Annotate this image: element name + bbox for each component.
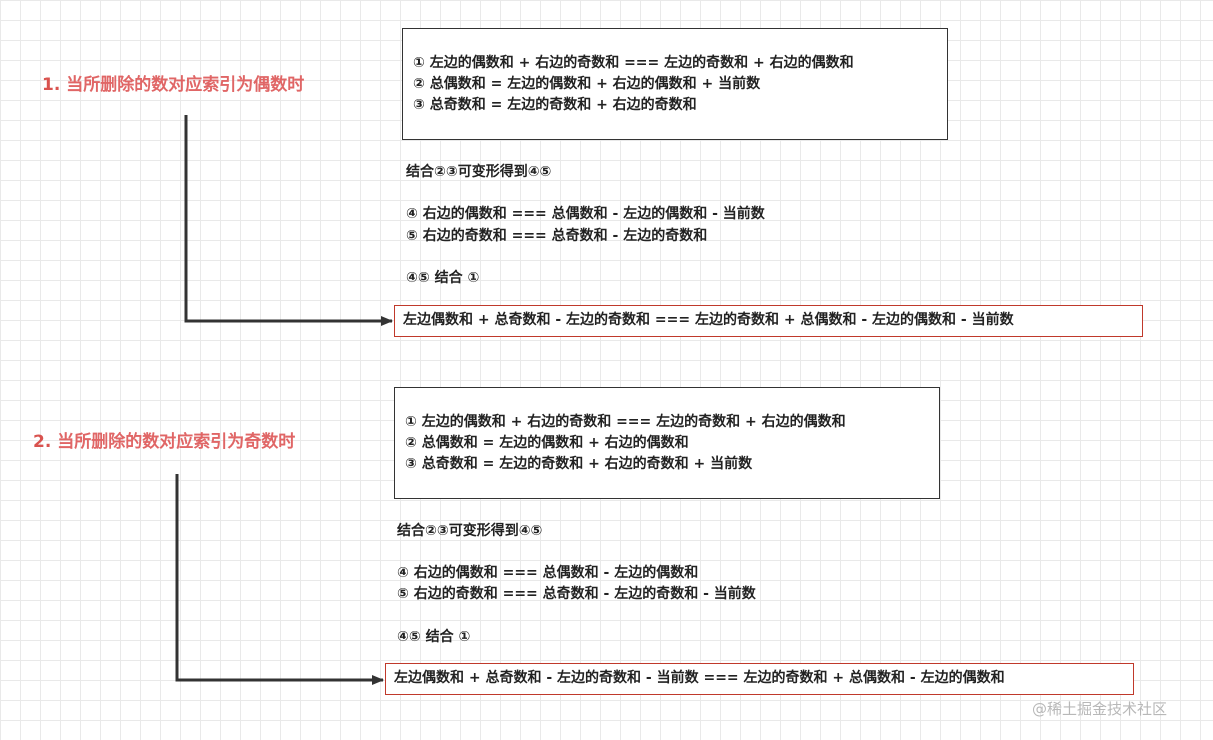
- section-2-combine-2: ④⑤ 结合 ①: [397, 629, 471, 645]
- section-2-equation-3: ③ 总奇数和 = 左边的奇数和 + 右边的奇数和 + 当前数: [405, 456, 753, 472]
- section-1-equation-3: ③ 总奇数和 = 左边的奇数和 + 右边的奇数和: [413, 97, 697, 113]
- section-2-equation-box: ① 左边的偶数和 + 右边的奇数和 === 左边的奇数和 + 右边的偶数和 ② …: [394, 387, 940, 499]
- section-2-result-box: 左边偶数和 + 总奇数和 - 左边的奇数和 - 当前数 === 左边的奇数和 +…: [385, 663, 1134, 695]
- section-1-derived-4: ④ 右边的偶数和 === 总偶数和 - 左边的偶数和 - 当前数: [406, 206, 765, 222]
- connector-arrow-2: [175, 474, 384, 685]
- section-2-derived-4: ④ 右边的偶数和 === 总偶数和 - 左边的偶数和: [397, 565, 699, 581]
- section-1-combine-2: ④⑤ 结合 ①: [406, 270, 480, 286]
- section-1-heading-text: 当所删除的数对应索引为偶数时: [66, 75, 305, 95]
- section-1-heading: 1. 当所删除的数对应索引为偶数时: [42, 74, 304, 96]
- section-1-derived-5: ⑤ 右边的奇数和 === 总奇数和 - 左边的奇数和: [406, 228, 708, 244]
- section-1-combine-note: 结合②③可变形得到④⑤: [406, 164, 552, 180]
- section-1-equation-box: ① 左边的偶数和 + 右边的奇数和 === 左边的奇数和 + 右边的偶数和 ② …: [402, 28, 948, 140]
- section-2-equation-1: ① 左边的偶数和 + 右边的奇数和 === 左边的奇数和 + 右边的偶数和: [405, 414, 846, 430]
- section-2-heading-number: 2.: [33, 432, 52, 452]
- watermark: @稀土掘金技术社区: [1032, 700, 1168, 718]
- section-1-heading-number: 1.: [42, 75, 61, 95]
- section-2-heading-text: 当所删除的数对应索引为奇数时: [57, 432, 296, 452]
- section-1-equation-1: ① 左边的偶数和 + 右边的奇数和 === 左边的奇数和 + 右边的偶数和: [413, 55, 854, 71]
- section-1-result-box: 左边偶数和 + 总奇数和 - 左边的奇数和 === 左边的奇数和 + 总偶数和 …: [394, 305, 1143, 337]
- section-2-combine-note: 结合②③可变形得到④⑤: [397, 523, 543, 539]
- section-1-equation-2: ② 总偶数和 = 左边的偶数和 + 右边的偶数和 + 当前数: [413, 76, 761, 92]
- section-2-equation-2: ② 总偶数和 = 左边的偶数和 + 右边的偶数和: [405, 435, 689, 451]
- connector-arrow-1: [184, 115, 393, 326]
- section-2-heading: 2. 当所删除的数对应索引为奇数时: [33, 431, 295, 453]
- section-2-derived-5: ⑤ 右边的奇数和 === 总奇数和 - 左边的奇数和 - 当前数: [397, 586, 756, 602]
